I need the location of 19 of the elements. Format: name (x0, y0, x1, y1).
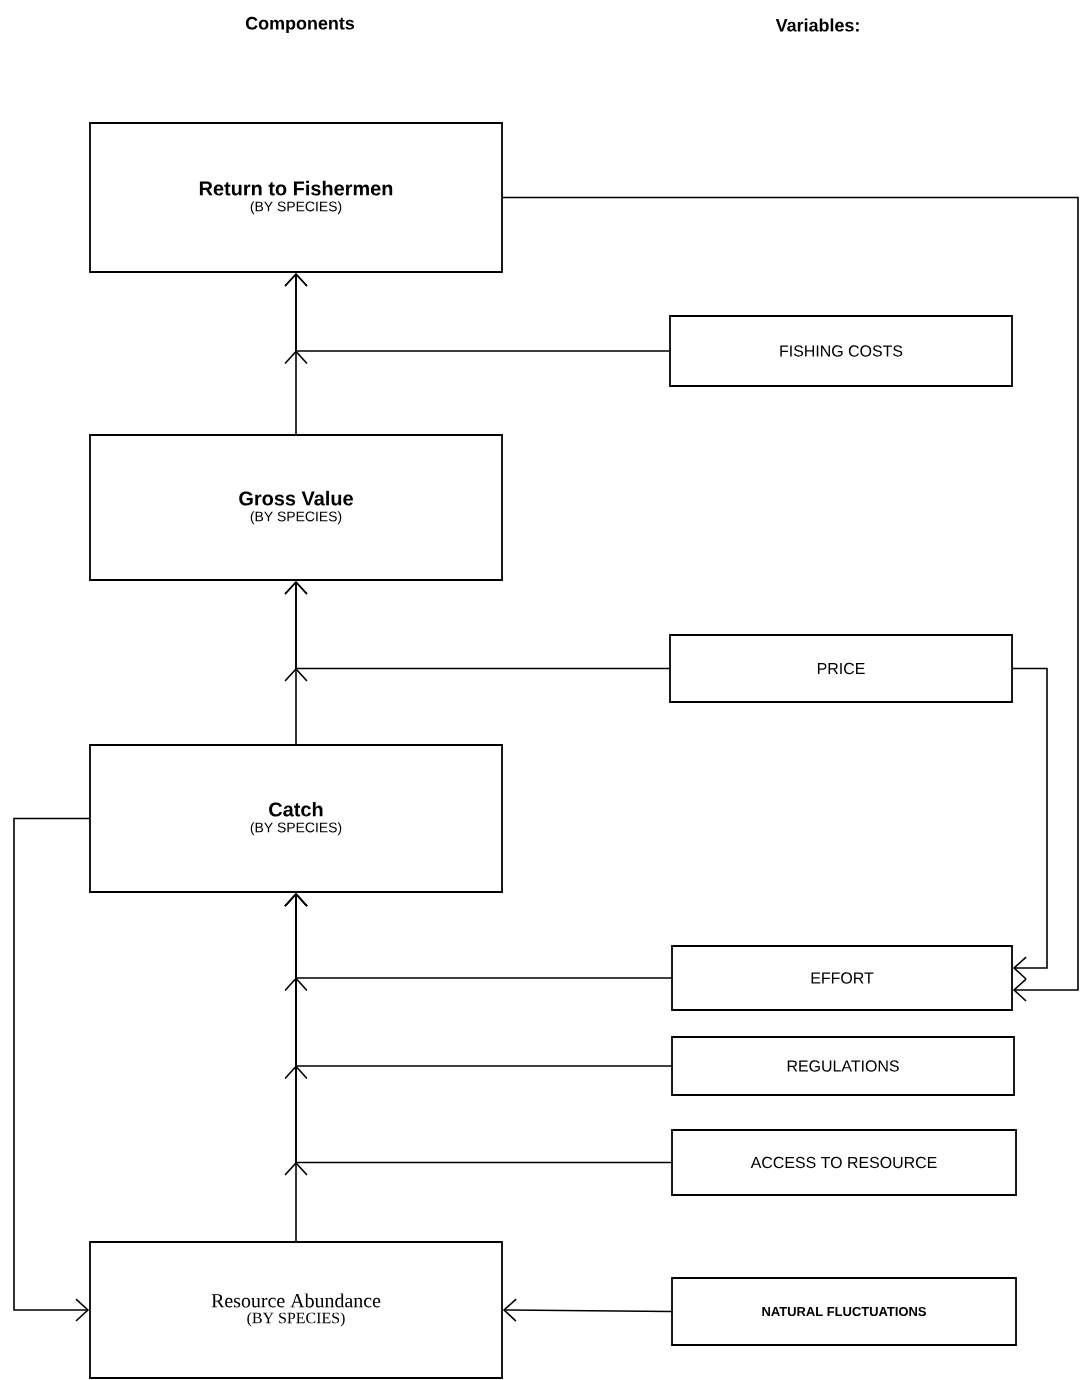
column-heading: Variables: (775, 18, 859, 32)
variable-box: PRICE (669, 634, 1013, 703)
column-heading: Components (245, 16, 355, 34)
variable-box: FISHING COSTS (669, 315, 1013, 387)
variable-box: EFFORT (671, 945, 1013, 1011)
arrow (502, 196, 1079, 1002)
component-box: Resource Abundance (BY SPECIES) (89, 1241, 503, 1379)
arrow (13, 817, 90, 1322)
arrow (284, 892, 672, 1176)
component-box: Gross Value (BY SPECIES) (89, 434, 503, 581)
component-box: Return to Fishermen (BY SPECIES) (89, 122, 503, 273)
arrow (284, 580, 670, 682)
variable-box: ACCESS TO RESOURCE (671, 1129, 1017, 1196)
arrow (284, 272, 670, 365)
variable-box: NATURAL FLUCTUATIONS (671, 1277, 1017, 1346)
component-box: Catch (BY SPECIES) (89, 744, 503, 893)
arrow (502, 1298, 672, 1322)
variable-box: REGULATIONS (671, 1036, 1015, 1096)
arrow (1012, 667, 1048, 980)
